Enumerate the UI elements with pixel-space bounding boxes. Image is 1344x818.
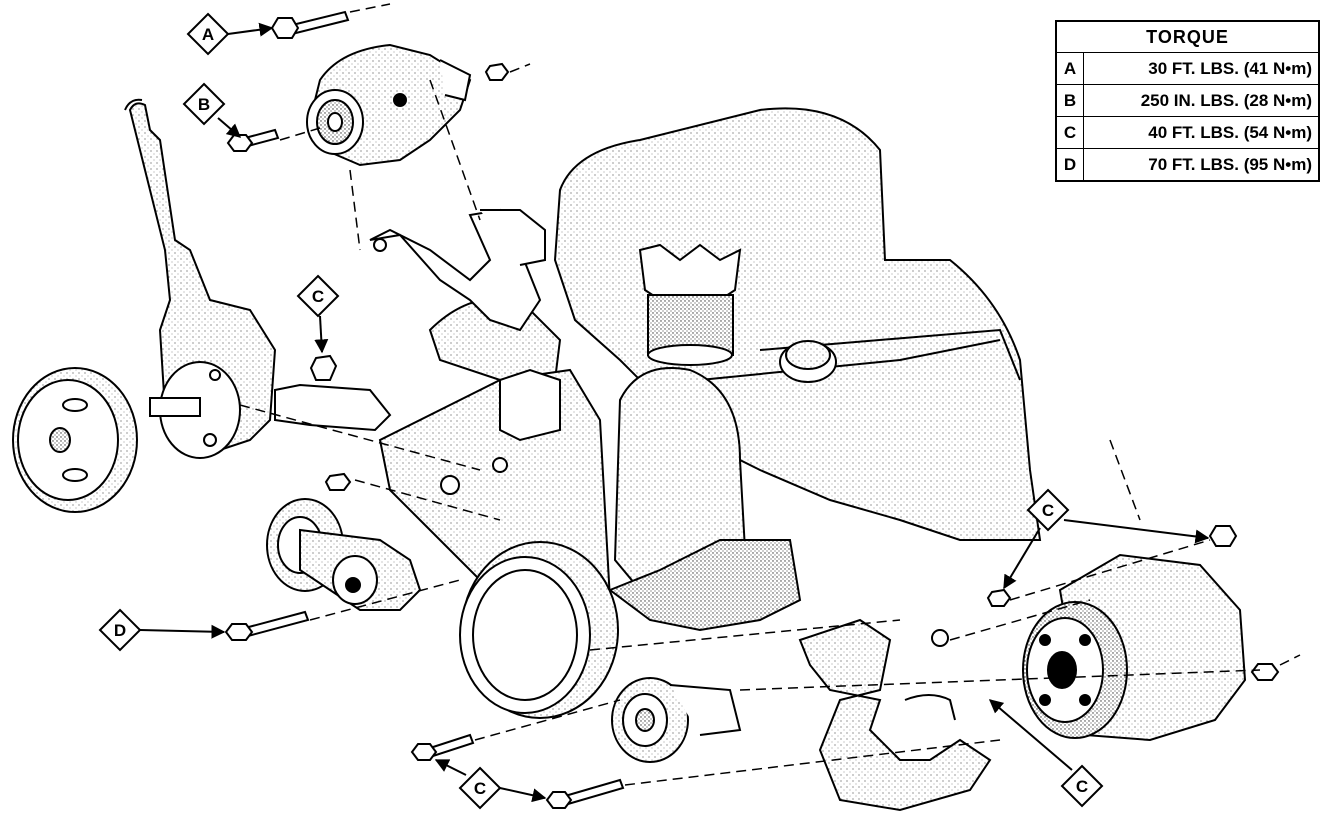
power-steering-bracket [274,383,392,432]
compressor-bracket [798,618,992,812]
alternator-bracket [369,208,546,332]
alignment-lines [239,3,1301,786]
ac-compressor [1022,553,1247,742]
bolt-compressor-top [1208,525,1238,547]
bolt-a [270,10,350,39]
torque-row-d: D 70 FT. LBS. (95 N•m) [1055,148,1320,182]
bolt-tensioner-upper [324,472,352,491]
nut-power-steering-c [309,354,338,381]
torque-row-a: A 30 FT. LBS. (41 N•m) [1055,52,1320,85]
callout-a-top-label: A [202,25,214,44]
power-steering-pulley [12,367,138,513]
callout-a-top: A [186,12,274,56]
callout-b-top-label: B [198,95,210,114]
bolt-d [224,610,310,641]
torque-row-a-value: 30 FT. LBS. (41 N•m) [1083,52,1320,85]
callout-c-bottom-right: C [988,699,1104,808]
callout-d-tensioner-label: D [114,621,126,640]
accessory-mount [607,539,802,632]
torque-table: TORQUE A 30 FT. LBS. (41 N•m) B 250 IN. … [1055,20,1320,182]
callout-c-compressor-top-label: C [1042,501,1054,520]
callout-c-bottom-right-label: C [1076,777,1088,796]
alternator [306,43,472,167]
callout-c-bottom-left: C [434,759,547,810]
idler-pulley [611,677,742,763]
bolt-c-left-upper [410,733,475,761]
callout-d-tensioner: D [98,608,226,652]
crankshaft-pulley [459,541,619,719]
torque-row-c-letter: C [1055,116,1084,149]
bolts [224,10,1280,809]
timing-cover [428,297,747,592]
callout-b-top: B [182,82,242,138]
nut-compressor-right [1250,663,1280,681]
torque-row-d-letter: D [1055,148,1084,182]
power-steering-pump [124,98,277,459]
torque-row-b: B 250 IN. LBS. (28 N•m) [1055,84,1320,117]
torque-row-b-letter: B [1055,84,1084,117]
bolt-c-left-lower [545,778,625,809]
oil-filler-cap [779,340,837,383]
torque-row-a-letter: A [1055,52,1084,85]
torque-row-d-value: 70 FT. LBS. (95 N•m) [1083,148,1320,182]
torque-table-header: TORQUE [1055,20,1320,53]
belt-tensioner [266,498,422,611]
bolt-b [226,128,280,152]
callout-c-bottom-left-label: C [474,779,486,798]
nut-compressor-c [986,588,1012,607]
torque-row-b-value: 250 IN. LBS. (28 N•m) [1083,84,1320,117]
torque-table-header-row: TORQUE [1055,20,1320,53]
callout-c-power-steering: C [296,274,340,354]
nut-alternator [484,62,510,81]
callout-c-compressor-top: C [1003,488,1210,590]
torque-row-c: C 40 FT. LBS. (54 N•m) [1055,116,1320,149]
callout-c-power-steering-label: C [312,287,324,306]
torque-row-c-value: 40 FT. LBS. (54 N•m) [1083,116,1320,149]
distributor [638,243,742,366]
